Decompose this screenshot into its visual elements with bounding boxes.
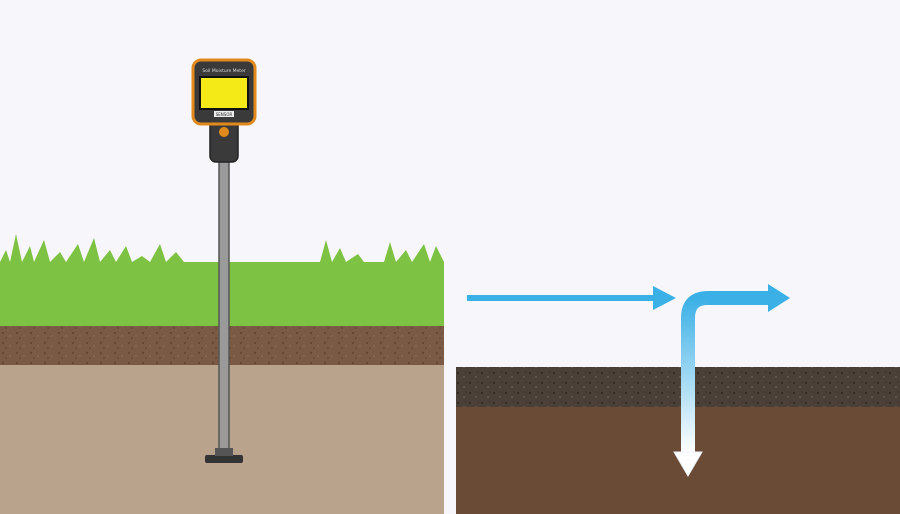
right-ground-panel [456,367,900,514]
meter-button [219,127,229,137]
arrow-up-right-down-icon [673,284,790,477]
arrow-right-icon [467,286,676,310]
moisture-meter: Soil Moisture Meter SENSOR [191,58,257,463]
meter-screen [199,76,249,110]
meter-handle [209,119,239,163]
meter-header-text: Soil Moisture Meter [202,68,246,74]
grass-blades [0,234,444,262]
probe-base [205,455,243,463]
meter-label-text: SENSOR [216,112,233,117]
probe-rod [218,159,230,457]
